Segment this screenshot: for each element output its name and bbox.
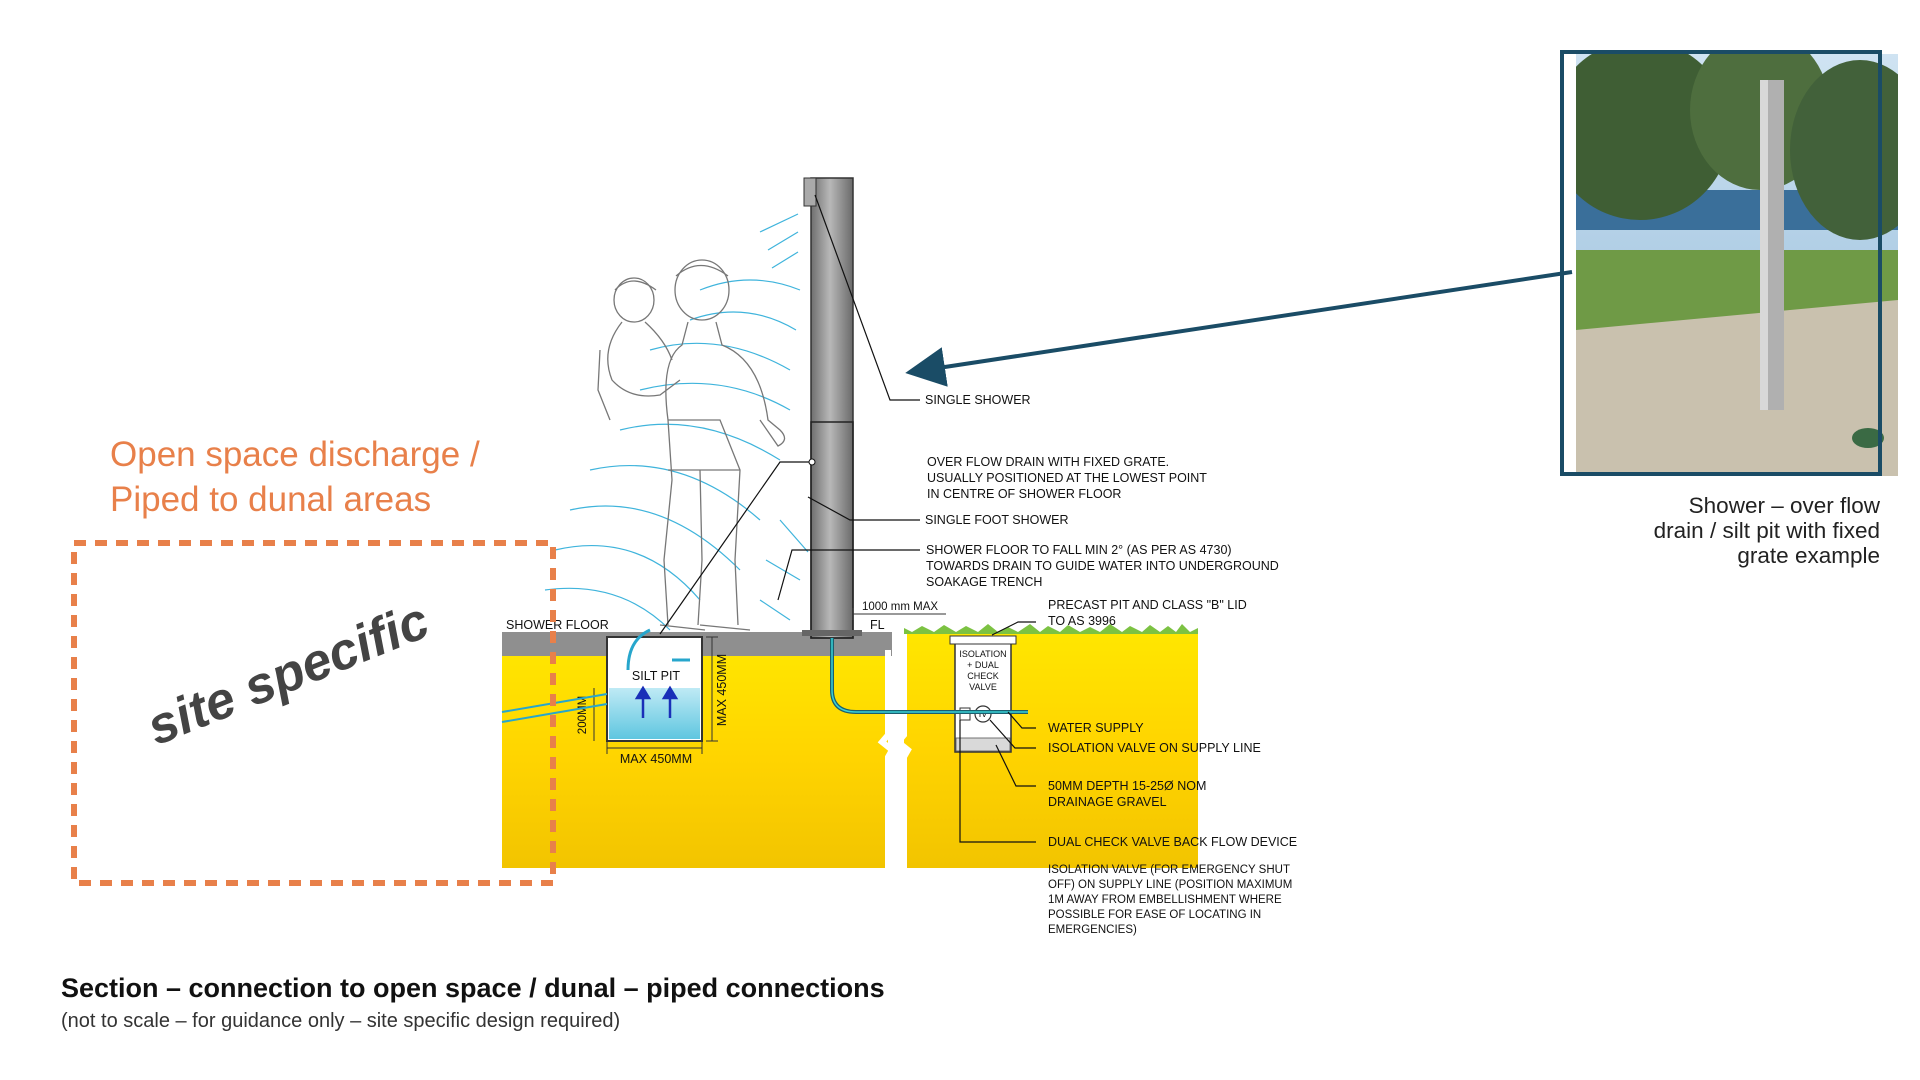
shower-floor-label: SHOWER FLOOR	[506, 618, 609, 632]
caption-line-1: Shower – over flow	[1688, 493, 1880, 518]
photo-pointer-arrow	[905, 270, 1573, 387]
caption-line-2: drain / silt pit with fixed	[1653, 518, 1880, 543]
person-figure	[597, 259, 786, 631]
svg-text:PRECAST PIT AND CLASS "B" LID: PRECAST PIT AND CLASS "B" LID	[1048, 598, 1247, 612]
fl-label: FL	[870, 618, 885, 632]
site-specific-box	[71, 540, 556, 886]
section-subtitle: (not to scale – for guidance only – site…	[61, 1010, 621, 1032]
heading-line-2: Piped to dunal areas	[110, 480, 432, 519]
silt-pit-label: SILT PIT	[632, 669, 681, 683]
callout-floor-fall: SHOWER FLOOR TO FALL MIN 2° (AS PER AS 4…	[926, 543, 1279, 589]
svg-text:POSSIBLE FOR EASE OF LOCATING: POSSIBLE FOR EASE OF LOCATING IN	[1048, 909, 1261, 921]
section-title: Section – connection to open space / dun…	[61, 973, 885, 1003]
svg-text:IN CENTRE OF SHOWER FLOOR: IN CENTRE OF SHOWER FLOOR	[927, 487, 1121, 501]
svg-text:+ DUAL: + DUAL	[967, 660, 999, 670]
svg-text:OFF) ON SUPPLY LINE (POSITION: OFF) ON SUPPLY LINE (POSITION MAXIMUM	[1048, 879, 1292, 891]
dim-1000-label: 1000 mm MAX	[862, 601, 938, 613]
pit-up-arrows	[634, 685, 679, 718]
pit-depth-dim: 200MM	[577, 696, 589, 734]
pit-width-dim: MAX 450MM	[620, 752, 692, 766]
break-line	[877, 650, 896, 868]
grass	[904, 624, 1198, 634]
svg-text:SHOWER FLOOR TO FALL MIN 2° (A: SHOWER FLOOR TO FALL MIN 2° (AS PER AS 4…	[926, 543, 1232, 557]
svg-text:ISOLATION: ISOLATION	[959, 649, 1006, 659]
pit-height-dim: MAX 450MM	[715, 654, 729, 726]
svg-text:OVER FLOW DRAIN WITH FIXED GRA: OVER FLOW DRAIN WITH FIXED GRATE.	[927, 455, 1169, 469]
svg-text:ISOLATION VALVE (FOR EMERGENCY: ISOLATION VALVE (FOR EMERGENCY SHUT	[1048, 864, 1290, 876]
pit-inflow-arrows	[626, 628, 690, 671]
valve-gravel	[955, 737, 1011, 752]
callout-gravel: 50MM DEPTH 15-25Ø NOM DRAINAGE GRAVEL	[1048, 779, 1206, 809]
callout-precast-pit: PRECAST PIT AND CLASS "B" LID TO AS 3996	[1048, 598, 1247, 628]
callout-emergency-valve: ISOLATION VALVE (FOR EMERGENCY SHUT OFF)…	[1048, 864, 1292, 936]
callout-dual-check: DUAL CHECK VALVE BACK FLOW DEVICE	[1048, 835, 1297, 849]
svg-text:DRAINAGE GRAVEL: DRAINAGE GRAVEL	[1048, 795, 1167, 809]
photo-frame	[1560, 50, 1882, 476]
svg-text:VALVE: VALVE	[969, 682, 997, 692]
ground-right	[904, 634, 1198, 868]
callout-single-shower: SINGLE SHOWER	[925, 393, 1031, 407]
svg-text:CHECK: CHECK	[967, 671, 999, 681]
dim-1000	[852, 608, 946, 620]
leader-lines	[659, 194, 1036, 843]
svg-text:USUALLY POSITIONED AT THE LOWE: USUALLY POSITIONED AT THE LOWEST POINT	[927, 471, 1207, 485]
shower-pole	[810, 177, 854, 639]
callout-isolation-valve: ISOLATION VALVE ON SUPPLY LINE	[1048, 741, 1261, 755]
callout-water-supply: WATER SUPPLY	[1048, 721, 1144, 735]
svg-text:1M AWAY FROM EMBELLISHMENT WHE: 1M AWAY FROM EMBELLISHMENT WHERE	[1048, 894, 1282, 906]
break-line-2	[893, 634, 912, 868]
valve-pit-lid	[949, 635, 1017, 645]
svg-text:EMERGENCIES): EMERGENCIES)	[1048, 924, 1137, 936]
photo-caption: Shower – over flow drain / silt pit with…	[1580, 493, 1880, 568]
callout-foot-shower: SINGLE FOOT SHOWER	[925, 513, 1069, 527]
valve-pit-label: ISOLATION + DUAL CHECK VALVE	[959, 649, 1006, 692]
shower-spray	[544, 213, 809, 631]
svg-text:50MM DEPTH 15-25Ø NOM: 50MM DEPTH 15-25Ø NOM	[1048, 779, 1206, 793]
caption-line-3: grate example	[1737, 543, 1880, 568]
svg-text:TO AS 3996: TO AS 3996	[1048, 614, 1116, 628]
pole-base	[802, 630, 862, 636]
shower-head	[803, 177, 817, 207]
overflow-drain-point	[808, 458, 816, 466]
silt-pit-water	[609, 688, 700, 739]
heading-line-1: Open space discharge /	[110, 435, 480, 474]
shower-photo	[1576, 54, 1898, 476]
svg-text:TOWARDS DRAIN TO GUIDE WATER I: TOWARDS DRAIN TO GUIDE WATER INTO UNDERG…	[926, 559, 1279, 573]
svg-text:SOAKAGE TRENCH: SOAKAGE TRENCH	[926, 575, 1042, 589]
open-space-heading: Open space discharge / Piped to dunal ar…	[110, 432, 480, 522]
callout-overflow-drain: OVER FLOW DRAIN WITH FIXED GRATE. USUALL…	[927, 455, 1207, 501]
